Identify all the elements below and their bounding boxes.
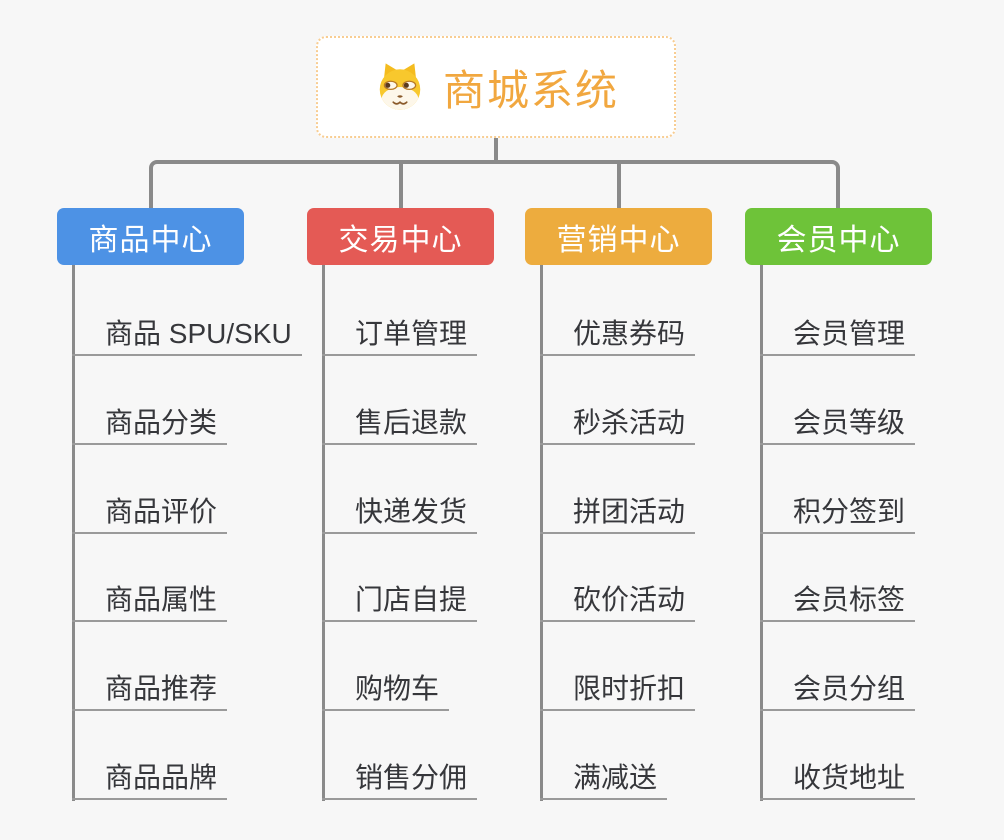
root-topic[interactable]: 商城系统 xyxy=(316,36,676,138)
branch-label: 交易中心 xyxy=(338,223,463,257)
subtopic[interactable]: 商品分类 xyxy=(72,397,228,445)
subtopic[interactable]: 会员管理 xyxy=(760,308,916,356)
branch-topic-marketing-center[interactable]: 营销中心 xyxy=(525,208,712,265)
subtopic[interactable]: 拼团活动 xyxy=(540,486,696,534)
connector-root-stub xyxy=(494,137,498,162)
shiba-dog-icon xyxy=(373,60,427,114)
branch-topic-product-center[interactable]: 商品中心 xyxy=(57,208,244,265)
subtopic[interactable]: 订单管理 xyxy=(322,308,478,356)
branch-topic-trade-center[interactable]: 交易中心 xyxy=(307,208,494,265)
branch-label: 商品中心 xyxy=(88,223,213,257)
subtopic[interactable]: 购物车 xyxy=(322,663,450,711)
subtopic[interactable]: 售后退款 xyxy=(322,397,478,445)
subtopic[interactable]: 秒杀活动 xyxy=(540,397,696,445)
subtopic[interactable]: 销售分佣 xyxy=(322,752,478,800)
branch-topic-member-center[interactable]: 会员中心 xyxy=(745,208,932,265)
subtopic[interactable]: 商品属性 xyxy=(72,574,228,622)
subtopic[interactable]: 会员等级 xyxy=(760,397,916,445)
subtopic[interactable]: 会员标签 xyxy=(760,574,916,622)
connector-drop-trade xyxy=(399,160,403,208)
subtopic[interactable]: 门店自提 xyxy=(322,574,478,622)
branch-label: 营销中心 xyxy=(556,223,681,257)
subtopic[interactable]: 会员分组 xyxy=(760,663,916,711)
subtopic[interactable]: 满减送 xyxy=(540,752,668,800)
subtopic[interactable]: 快递发货 xyxy=(322,486,478,534)
branch-label: 会员中心 xyxy=(776,223,901,257)
subtopic[interactable]: 限时折扣 xyxy=(540,663,696,711)
subtopic[interactable]: 商品推荐 xyxy=(72,663,228,711)
subtopic[interactable]: 收货地址 xyxy=(760,752,916,800)
subtopic[interactable]: 砍价活动 xyxy=(540,574,696,622)
subtopic[interactable]: 优惠券码 xyxy=(540,308,696,356)
root-topic-title: 商城系统 xyxy=(442,66,619,114)
connector-bracket xyxy=(149,160,840,208)
subtopic[interactable]: 商品品牌 xyxy=(72,752,228,800)
subtopic[interactable]: 商品评价 xyxy=(72,486,228,534)
subtopic[interactable]: 积分签到 xyxy=(760,486,916,534)
connector-drop-marketing xyxy=(617,160,621,208)
subtopic[interactable]: 商品 SPU/SKU xyxy=(72,308,302,356)
